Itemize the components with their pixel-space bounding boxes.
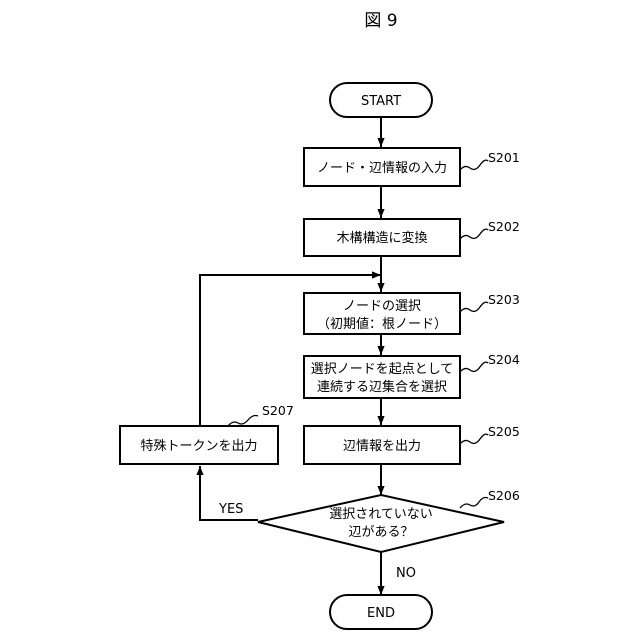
- decision-s206-line2: 辺がある？: [348, 525, 413, 540]
- start-label: START: [361, 94, 401, 109]
- step-s203-line2: （初期値：根ノード）: [317, 316, 447, 332]
- leader-s203: [460, 302, 488, 312]
- decision-s206-line1: 選択されていない: [329, 507, 433, 522]
- step-s201-text: ノード・辺情報の入力: [317, 161, 447, 176]
- step-s203-box: ノードの選択 （初期値：根ノード）: [304, 293, 460, 334]
- step-s207-box: 特殊トークンを出力: [120, 426, 278, 464]
- leader-s201: [460, 160, 488, 170]
- end-terminal: END: [330, 595, 432, 629]
- leader-s206: [460, 498, 488, 509]
- step-s206-id: S206: [488, 488, 520, 503]
- step-s201-box: ノード・辺情報の入力: [304, 148, 460, 186]
- step-s202-text: 木構構造に変換: [336, 230, 427, 246]
- edge-label-no: NO: [396, 566, 416, 581]
- start-terminal: START: [330, 83, 432, 117]
- figure-title: 図 9: [364, 11, 397, 31]
- edge-label-yes: YES: [218, 502, 243, 517]
- step-s207-text: 特殊トークンを出力: [140, 439, 257, 454]
- leader-s205: [460, 434, 488, 444]
- step-s203-line1: ノードの選択: [343, 299, 421, 314]
- leader-s204: [460, 362, 488, 372]
- step-s204-line1: 選択ノードを起点として: [311, 362, 454, 377]
- step-s205-id: S205: [488, 424, 520, 439]
- leader-s202: [460, 229, 488, 239]
- step-s204-box: 選択ノードを起点として 連続する辺集合を選択: [304, 356, 460, 398]
- step-s204-id: S204: [488, 352, 520, 367]
- step-s205-text: 辺情報を出力: [343, 439, 421, 454]
- leader-s207: [228, 416, 258, 427]
- step-s202-id: S202: [488, 219, 520, 234]
- step-s203-id: S203: [488, 292, 520, 307]
- step-s201-id: S201: [488, 150, 520, 165]
- step-s205-box: 辺情報を出力: [304, 426, 460, 464]
- step-s207-id: S207: [262, 403, 294, 418]
- step-s202-box: 木構構造に変換: [304, 219, 460, 256]
- end-label: END: [367, 606, 395, 621]
- step-s204-line2: 連続する辺集合を選択: [317, 379, 447, 395]
